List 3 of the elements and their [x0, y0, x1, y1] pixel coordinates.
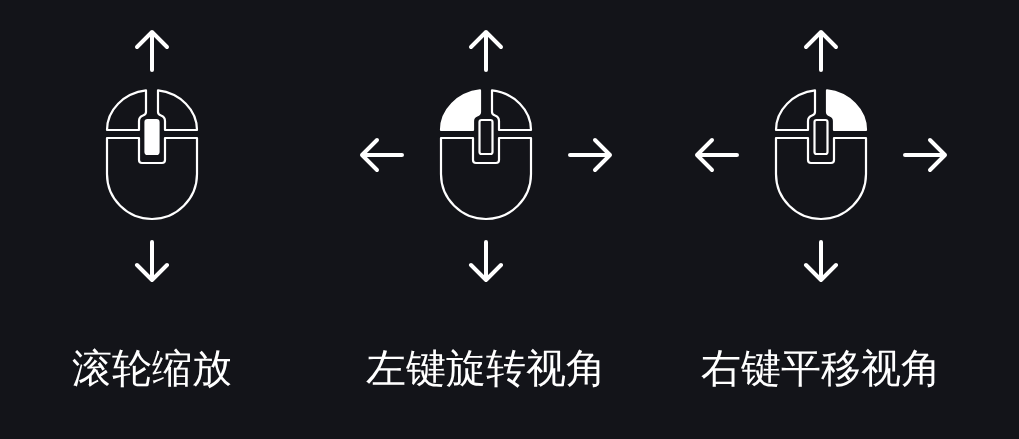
- caption: 滚轮缩放: [72, 344, 232, 392]
- caption: 右键平移视角: [701, 344, 941, 392]
- caption: 左键旋转视角: [366, 344, 606, 392]
